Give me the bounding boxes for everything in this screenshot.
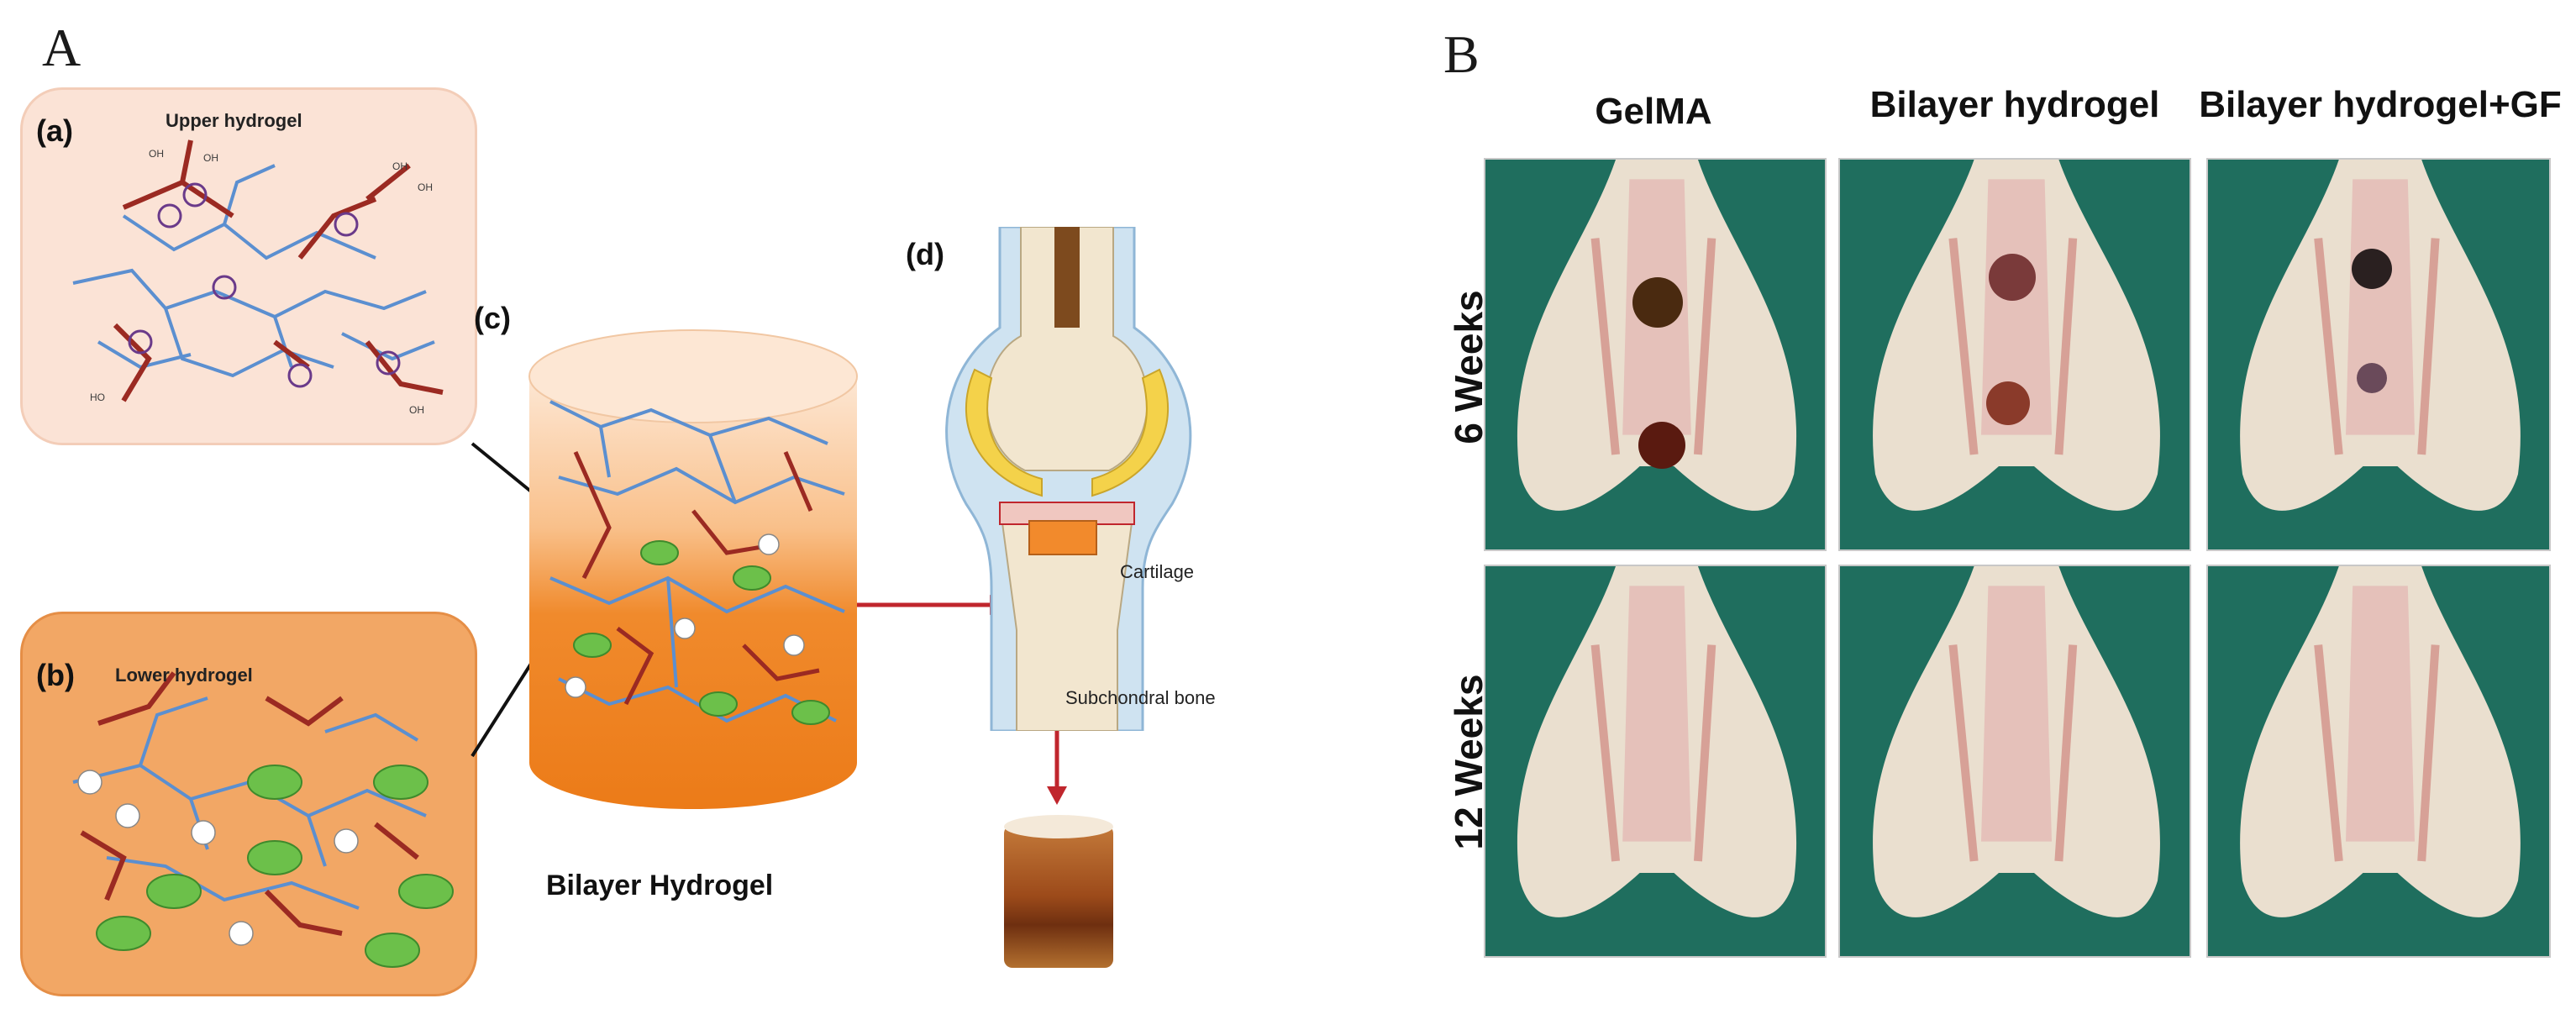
femur-specimen-icon [2240, 160, 2521, 511]
cartilage-label: Cartilage [1120, 561, 1195, 582]
hydrogel-sample-photo [1004, 815, 1113, 968]
femur-specimen-icon [1873, 160, 2160, 511]
specimen-photo [2206, 565, 2551, 958]
svg-text:OH: OH [149, 148, 164, 160]
column-header-gelma: GelMA [1595, 91, 1712, 132]
upper-network-illustration: OH OH OH OH HO OH [72, 139, 444, 416]
femur-specimen-icon [1517, 160, 1797, 511]
femur-specimen-icon [1873, 566, 2160, 917]
lower-network-illustration [72, 671, 454, 968]
lower-hydrogel-box: (b) Lower hydrogel [20, 612, 477, 996]
joint-label: (d) [906, 237, 944, 271]
upper-hydrogel-box: OH OH OH OH HO OH (a) Upper hydrogel [20, 87, 477, 445]
bilayer-cylinder [528, 329, 858, 809]
knee-joint-illustration [945, 227, 1192, 731]
cylinder-label: (c) [474, 301, 511, 335]
specimen-photo [1484, 158, 1827, 551]
specimen-photo [2206, 158, 2551, 551]
cylinder-caption: Bilayer Hydrogel [546, 870, 774, 901]
subchondral-bone-label: Subchondral bone [1065, 687, 1216, 708]
specimen-photo [1838, 565, 2191, 958]
femur-specimen-icon [2240, 566, 2521, 917]
svg-text:OH: OH [392, 160, 407, 172]
specimen-photo [1484, 565, 1827, 958]
box-b-label: (b) [36, 658, 75, 692]
svg-text:OH: OH [418, 181, 433, 193]
femur-specimen-icon [1517, 566, 1797, 917]
box-a-label: (a) [36, 113, 73, 148]
column-header-bilayer-hydrogel-gf: Bilayer hydrogel+GF [2199, 84, 2562, 125]
column-header-bilayer-hydrogel: Bilayer hydrogel [1869, 84, 2160, 125]
svg-text:OH: OH [409, 404, 424, 416]
upper-hydrogel-title: Upper hydrogel [166, 110, 302, 131]
svg-text:HO: HO [90, 392, 105, 403]
lower-hydrogel-title: Lower hydrogel [115, 665, 253, 686]
panel-letter-b: B [1443, 24, 1480, 84]
svg-text:OH: OH [203, 152, 218, 164]
panel-letter-a: A [42, 18, 81, 77]
specimen-photo [1838, 158, 2191, 551]
